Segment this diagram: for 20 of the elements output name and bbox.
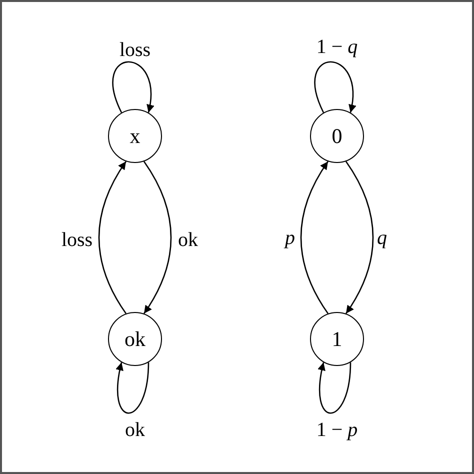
arrow (345, 161, 374, 314)
arrow (300, 161, 329, 314)
edge-label: p (285, 228, 295, 248)
edge-label: loss (119, 40, 151, 60)
edge-label: 1 − p (316, 420, 358, 440)
arrow (143, 161, 172, 314)
edge-label: loss (61, 230, 93, 250)
state-label: 1 (332, 328, 342, 350)
arrow (98, 161, 127, 314)
arrow (112, 61, 154, 113)
edge-label: ok (178, 230, 198, 250)
edge-label: 1 − q (316, 37, 358, 57)
edge-label: ok (125, 420, 145, 440)
arrow (314, 61, 356, 113)
state-label: 0 (332, 126, 342, 146)
edge-label: q (377, 228, 387, 248)
state-label: ok (124, 328, 146, 350)
arrow (116, 362, 150, 414)
state-label: x (130, 126, 140, 146)
arrow (318, 362, 352, 414)
